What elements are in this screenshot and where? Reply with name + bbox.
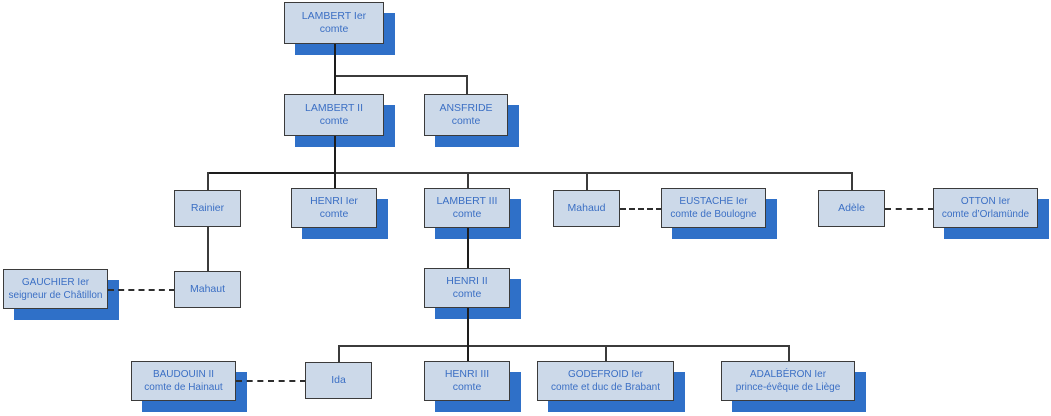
marriage-link-adele-otton (885, 208, 934, 210)
node-label-line2: comte de Hainaut (144, 382, 223, 393)
node-mahaut[interactable]: Mahaut (174, 271, 241, 308)
node-label-line2: comte (319, 23, 349, 35)
connector-drop-adele (851, 172, 853, 191)
connector-drop-henri3 (467, 345, 469, 362)
connector-drop-mahaud (586, 172, 588, 191)
connector-lambert2-stem (334, 136, 336, 173)
connector-lambert1-bus (334, 75, 467, 77)
node-lambert1[interactable]: LAMBERT Ier comte (284, 2, 384, 44)
node-label-line1: Ida (331, 374, 346, 386)
node-rainier[interactable]: Rainier (174, 190, 241, 227)
node-label-line2: comte (452, 381, 482, 393)
connector-drop-lambert3 (467, 172, 469, 189)
node-label-line1: LAMBERT Ier (301, 10, 367, 22)
connector-drop-adalberon1 (788, 345, 790, 362)
node-ansfride[interactable]: ANSFRIDE comte (424, 94, 508, 136)
node-henri3[interactable]: HENRI III comte (424, 361, 510, 401)
marriage-link-gauchier-mahaut (108, 289, 175, 291)
node-adele[interactable]: Adèle (818, 190, 885, 227)
node-label-line2: seigneur de Châtillon (8, 290, 103, 301)
node-label-line2: comte (452, 208, 482, 220)
connector-drop-rainier (207, 172, 209, 191)
node-label-line1: OTTON Ier (960, 196, 1011, 207)
connector-lambert3-henri2 (467, 228, 469, 269)
marriage-link-mahaud-eustache (620, 208, 662, 210)
connector-drop-ansfride (466, 75, 468, 95)
connector-lambert2-bus-left (207, 172, 335, 174)
node-henri2[interactable]: HENRI II comte (424, 268, 510, 308)
node-label-line1: HENRI II (446, 275, 488, 287)
node-label-line1: HENRI Ier (310, 195, 358, 207)
node-label-line2: prince-évêque de Liège (735, 382, 841, 393)
node-label-line2: comte de Boulogne (670, 209, 757, 220)
node-otton1[interactable]: OTTON Ier comte d’Orlamünde (933, 188, 1038, 228)
node-label-line2: comte et duc de Brabant (551, 382, 660, 393)
node-mahaud[interactable]: Mahaud (553, 190, 620, 227)
node-ida[interactable]: Ida (305, 362, 372, 399)
node-label-line1: GAUCHIER Ier (21, 277, 90, 288)
node-label-line1: Mahaut (189, 283, 226, 295)
node-label-line1: ANSFRIDE (439, 102, 493, 114)
connector-henri2-stem (467, 308, 469, 346)
node-label-line1: LAMBERT II (305, 102, 363, 114)
node-label-line2: comte (452, 288, 482, 300)
node-label-line1: ADALBÉRON Ier (749, 369, 827, 380)
node-label-line2: comte (319, 115, 349, 127)
node-label-line1: HENRI III (444, 368, 490, 380)
marriage-link-baudouin-ida (236, 380, 306, 382)
node-label-line1: BAUDOUIN II (152, 369, 215, 380)
node-lambert3[interactable]: LAMBERT III comte (424, 188, 510, 228)
node-label-line2: comte (451, 115, 481, 127)
node-label-line1: EUSTACHE Ier (679, 196, 748, 207)
node-label-line1: Adèle (838, 202, 865, 214)
node-baudouin2[interactable]: BAUDOUIN II comte de Hainaut (131, 361, 236, 401)
node-lambert2[interactable]: LAMBERT II comte (284, 94, 384, 136)
node-eustache1[interactable]: EUSTACHE Ier comte de Boulogne (661, 188, 766, 228)
connector-rainier-mahaut (207, 227, 209, 272)
node-label-line2: comte (319, 208, 349, 220)
connector-drop-ida (338, 345, 340, 363)
node-label-line2: comte d’Orlamünde (941, 209, 1030, 220)
node-adalberon1[interactable]: ADALBÉRON Ier prince-évêque de Liège (721, 361, 855, 401)
node-label-line1: GODEFROID Ier (567, 369, 643, 380)
node-henri1[interactable]: HENRI Ier comte (291, 188, 377, 228)
node-label-line1: Rainier (190, 202, 225, 214)
node-gauchier1[interactable]: GAUCHIER Ier seigneur de Châtillon (3, 269, 108, 309)
connector-henri2-bus (338, 345, 788, 347)
connector-drop-lambert2 (334, 75, 336, 95)
node-label-line1: LAMBERT III (436, 195, 498, 207)
connector-lambert1-stem (334, 44, 336, 76)
connector-drop-godefroid1 (605, 345, 607, 362)
connector-lambert2-bus-right (334, 172, 852, 174)
node-label-line1: Mahaud (567, 202, 606, 214)
connector-drop-henri1 (334, 172, 336, 189)
node-godefroid1[interactable]: GODEFROID Ier comte et duc de Brabant (537, 361, 674, 401)
